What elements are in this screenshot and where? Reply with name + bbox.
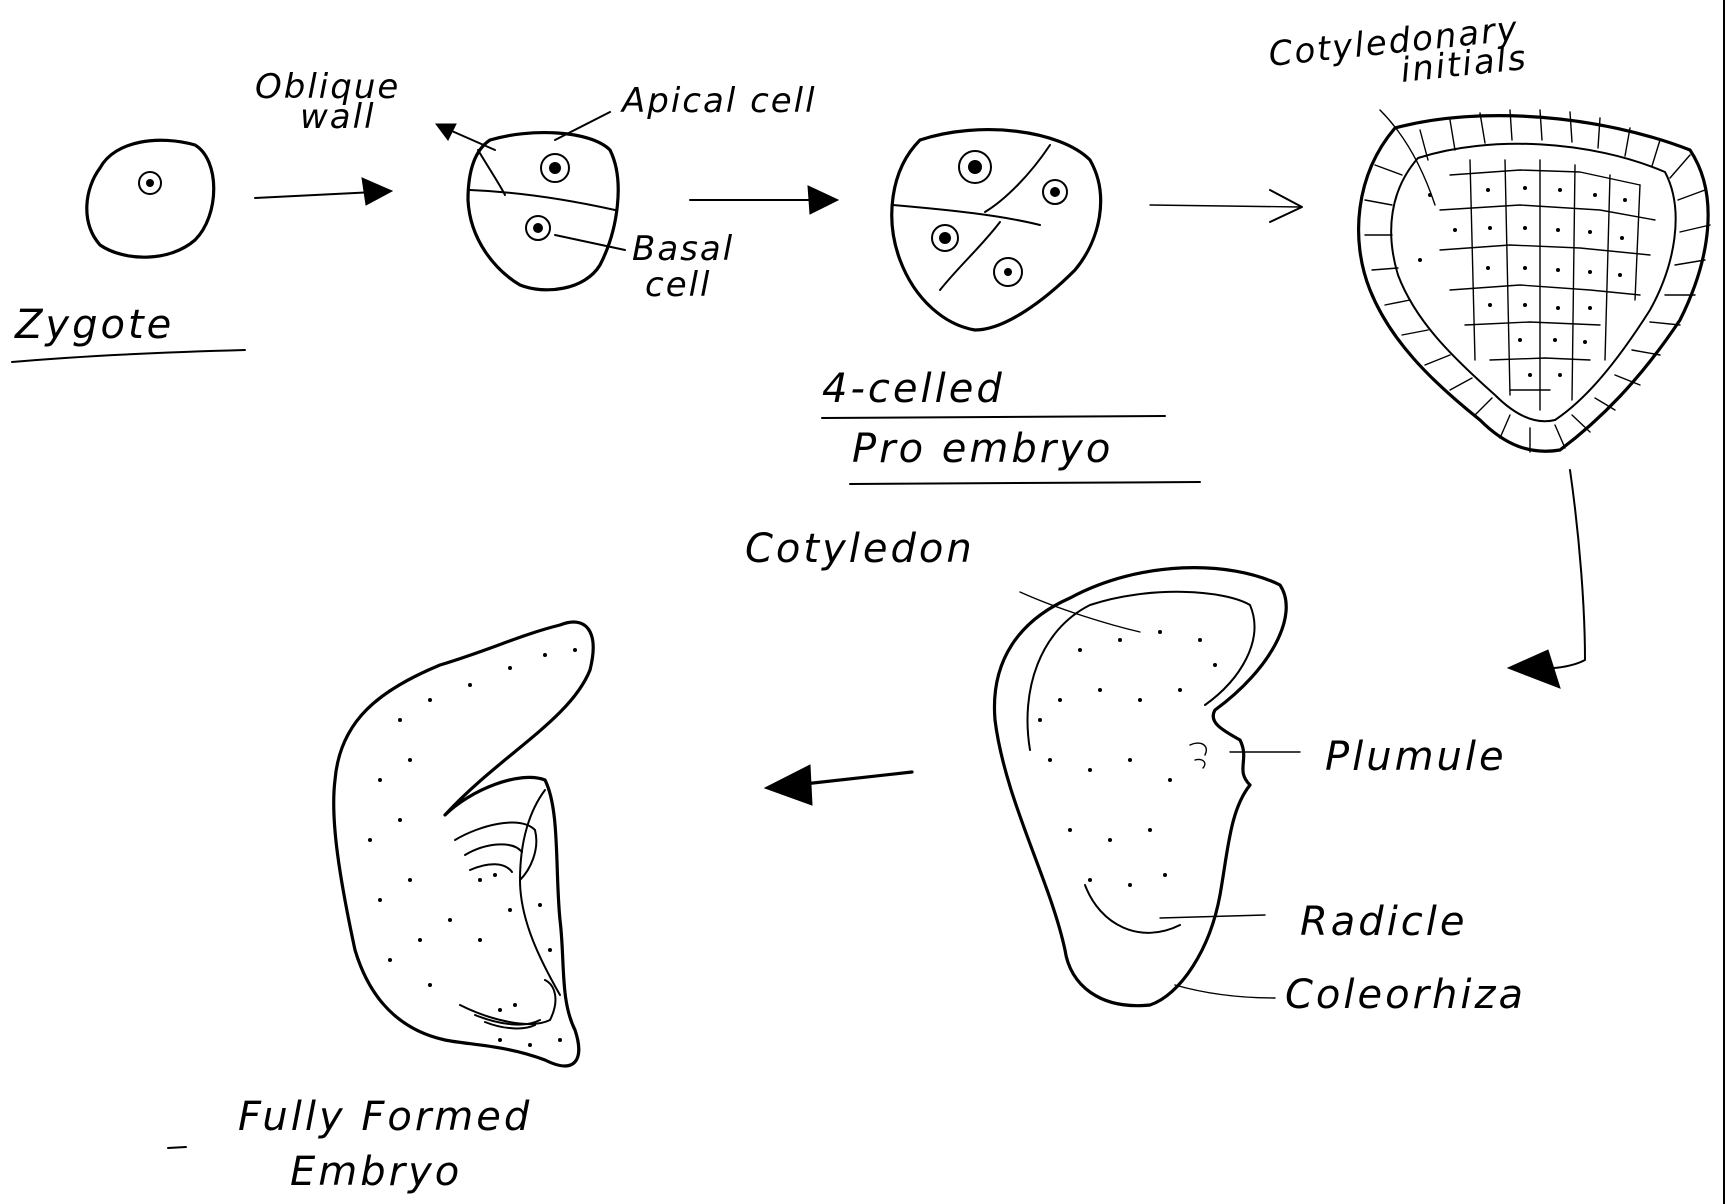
arrow-globular-to-heart [1508, 470, 1585, 688]
basal-cell-label: cell [645, 265, 712, 305]
apical-cell-label: Apical cell [620, 81, 817, 121]
coleorhiza-label: Coleorhiza [1285, 972, 1526, 1018]
four-celled-label: 4-celled [822, 366, 1005, 412]
torpedo-embryo-figure [994, 568, 1300, 1006]
arrow-torpedo-to-mature [765, 765, 912, 805]
proembryo-underline [850, 482, 1200, 484]
arrow-fourcell-to-globular [1150, 190, 1302, 222]
radicle-label: Radicle [1300, 899, 1468, 945]
zygote-figure [87, 140, 214, 257]
four-celled-figure [892, 130, 1101, 330]
proembryo-label: Pro embryo [852, 426, 1113, 472]
mature-embryo-figure [334, 622, 593, 1066]
cotyledon-label: Cotyledon [745, 526, 975, 572]
plumule-label: Plumule [1325, 734, 1507, 780]
four-celled-underline [822, 416, 1165, 418]
embryo-label: Embryo [290, 1149, 462, 1195]
globular-embryo-figure [1359, 110, 1710, 452]
arrow-zygote-to-twocell [255, 178, 392, 205]
wall-label: wall [300, 97, 376, 137]
two-celled-figure [436, 112, 625, 290]
arrow-twocell-to-fourcell [690, 186, 838, 214]
fully-formed-label: Fully Formed [238, 1094, 532, 1140]
stray-mark [168, 1147, 186, 1148]
zygote-label: Zygote [14, 302, 174, 348]
basal-label: Basal [632, 229, 734, 269]
zygote-underline [12, 350, 245, 362]
